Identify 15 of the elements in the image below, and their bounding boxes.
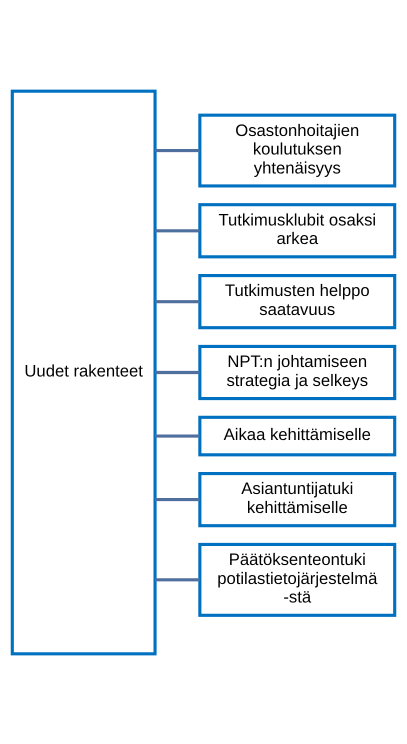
connector: [155, 370, 200, 374]
connector: [155, 498, 200, 501]
node-box: Tutkimusten helppo saatavuus: [198, 274, 396, 329]
node-box: Tutkimusklubit osaksi arkea: [198, 202, 396, 258]
connector: [155, 434, 200, 438]
node-box: Aikaa kehittämiselle: [198, 415, 396, 456]
connector: [155, 228, 200, 232]
node-box: Osastonhoitajien koulutuksen yhtenäisyys: [198, 113, 396, 188]
connector: [155, 148, 200, 152]
node-box: Asiantuntijatuki kehittämiselle: [198, 472, 396, 527]
node-box: NPT:n johtamiseen strategia ja selkeys: [198, 344, 396, 400]
node-box: Uudet rakenteet: [10, 89, 157, 655]
node-box: Päätöksenteontuki potilastietojärjestelmä -stä: [198, 542, 396, 616]
connector: [155, 300, 200, 303]
connector: [155, 578, 200, 581]
